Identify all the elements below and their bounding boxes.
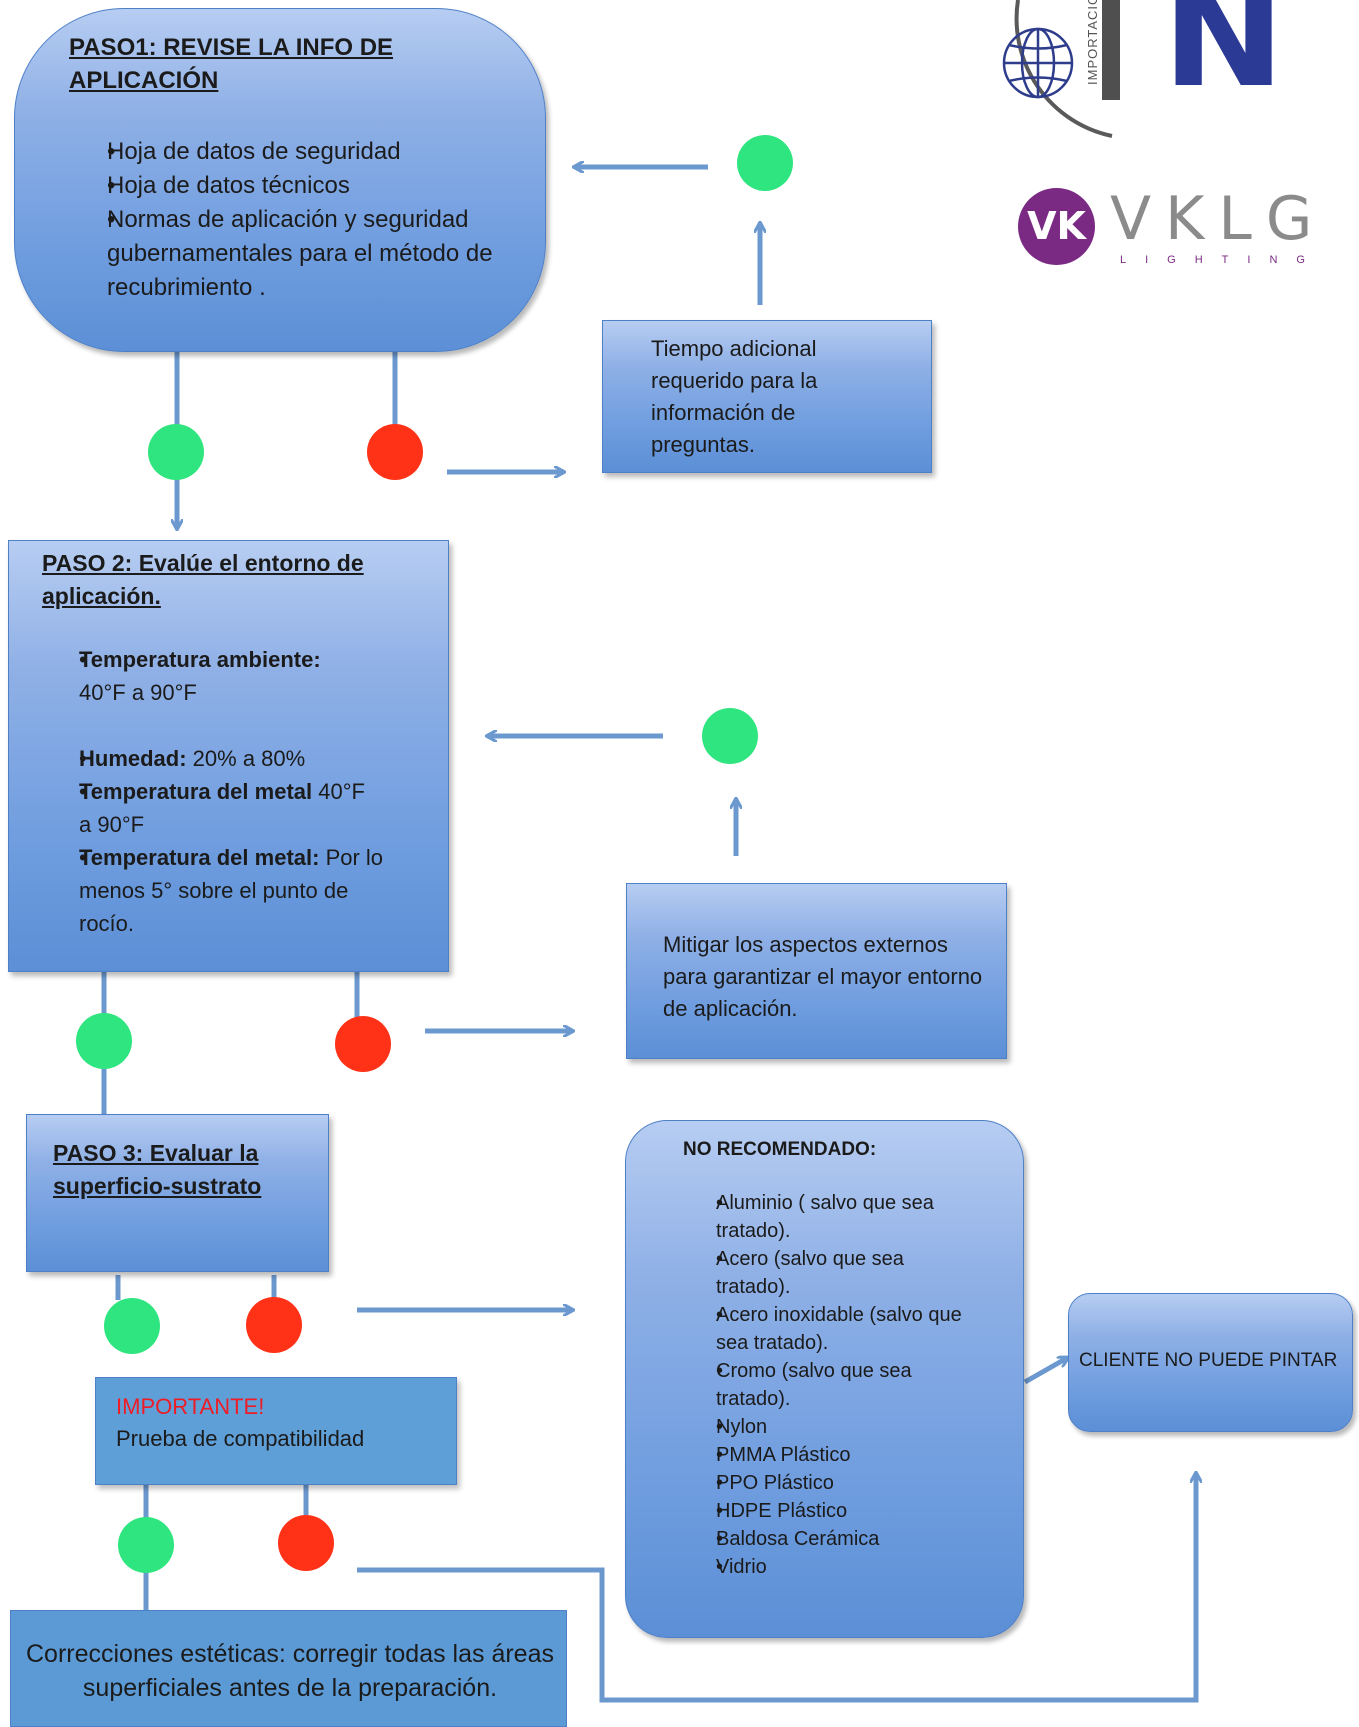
client-cannot-paint-box: CLIENTE NO PUEDE PINTAR bbox=[1068, 1293, 1353, 1432]
not-recommended-box: NO RECOMENDADO: Aluminio ( salvo que sea… bbox=[625, 1120, 1024, 1638]
corrections-box: Correcciones estéticas: corregir todas l… bbox=[10, 1610, 567, 1727]
step3-yes-dot bbox=[104, 1298, 160, 1354]
step1-list: Hoja de datos de seguridad Hoja de datos… bbox=[67, 135, 537, 305]
step3-box: PASO 3: Evaluar la superficio-sustrato bbox=[26, 1114, 329, 1272]
chn-letter: N bbox=[1162, 0, 1286, 119]
important-no-dot bbox=[278, 1515, 334, 1571]
list-item: Acero (salvo que sea tratado). bbox=[682, 1245, 956, 1301]
step1-title: PASO1: REVISE LA INFO DE APLICACIÓN bbox=[69, 34, 394, 94]
step1-yes-dot bbox=[148, 424, 204, 480]
step2-box: PASO 2: Evalúe el entorno de aplicación.… bbox=[8, 540, 449, 972]
step1-additional-time-box: Tiempo adicional requerido para la infor… bbox=[602, 320, 932, 473]
chn-side-text: IMPORTACIO bbox=[1085, 0, 1100, 85]
list-item: Temperatura del metal: Por lo menos 5° s… bbox=[41, 841, 389, 940]
list-item: HDPE Plástico bbox=[682, 1497, 1012, 1525]
list-item: PMMA Plástico bbox=[682, 1441, 1012, 1469]
step1-return-dot bbox=[737, 135, 793, 191]
step2-mitigate-box: Mitigar los aspectos externos para garan… bbox=[626, 883, 1007, 1059]
list-item: Nylon bbox=[682, 1413, 1012, 1441]
step2-title: PASO 2: Evalúe el entorno de aplicación. bbox=[42, 550, 364, 609]
vklg-name: VKLG bbox=[1110, 184, 1327, 254]
list-item: Aluminio ( salvo que sea tratado). bbox=[682, 1189, 976, 1245]
list-item: PPO Plástico bbox=[682, 1469, 1012, 1497]
step1-box: PASO1: REVISE LA INFO DE APLICACIÓN Hoja… bbox=[14, 8, 546, 352]
vklg-mark: VK bbox=[1018, 188, 1095, 265]
list-item: Vidrio bbox=[682, 1553, 1012, 1581]
client-cannot-paint-text: CLIENTE NO PUEDE PINTAR bbox=[1079, 1350, 1338, 1371]
step1-additional-time-text: Tiempo adicional requerido para la infor… bbox=[651, 336, 818, 457]
step3-title: PASO 3: Evaluar la superficio-sustrato bbox=[53, 1140, 262, 1199]
chn-logo-graphic bbox=[1002, 0, 1286, 138]
list-item: Cromo (salvo que sea tratado). bbox=[682, 1357, 966, 1413]
step1-no-dot bbox=[367, 424, 423, 480]
important-text: Prueba de compatibilidad bbox=[116, 1426, 365, 1451]
important-label: IMPORTANTE! bbox=[116, 1394, 265, 1419]
globe-icon bbox=[1002, 27, 1074, 99]
not-recommended-title: NO RECOMENDADO: bbox=[683, 1139, 877, 1160]
step2-yes-dot bbox=[76, 1013, 132, 1069]
important-box: IMPORTANTE! Prueba de compatibilidad bbox=[95, 1377, 457, 1485]
not-recommended-list: Aluminio ( salvo que sea tratado). Acero… bbox=[682, 1189, 1012, 1581]
list-item: Hoja de datos de seguridad bbox=[67, 135, 537, 169]
vklg-mark-text: VK bbox=[1027, 204, 1086, 248]
list-item: Temperatura ambiente: 40°F a 90°F bbox=[41, 643, 441, 709]
corrections-text: Correcciones estéticas: corregir todas l… bbox=[25, 1640, 554, 1702]
step3-no-dot bbox=[246, 1297, 302, 1353]
step2-list: Temperatura ambiente: 40°F a 90°F Humeda… bbox=[41, 643, 441, 940]
list-item: Normas de aplicación y seguridad guberna… bbox=[67, 203, 537, 305]
list-item: Humedad: 20% a 80% bbox=[41, 742, 441, 775]
list-item: Hoja de datos técnicos bbox=[67, 169, 537, 203]
list-item: Baldosa Cerámica bbox=[682, 1525, 1012, 1553]
list-item: Temperatura del metal 40°F a 90°F bbox=[41, 775, 379, 841]
list-item: Acero inoxidable (salvo que sea tratado)… bbox=[682, 1301, 966, 1357]
step2-return-dot bbox=[702, 708, 758, 764]
important-yes-dot bbox=[118, 1517, 174, 1573]
chn-logo: IMPORTACIO N bbox=[1000, 0, 1300, 140]
vklg-sub: LIGHTING bbox=[1120, 254, 1324, 266]
step2-mitigate-text: Mitigar los aspectos externos para garan… bbox=[663, 932, 983, 1021]
vklg-logo: VK VKLG LIGHTING bbox=[1018, 182, 1318, 282]
step2-no-dot bbox=[335, 1016, 391, 1072]
